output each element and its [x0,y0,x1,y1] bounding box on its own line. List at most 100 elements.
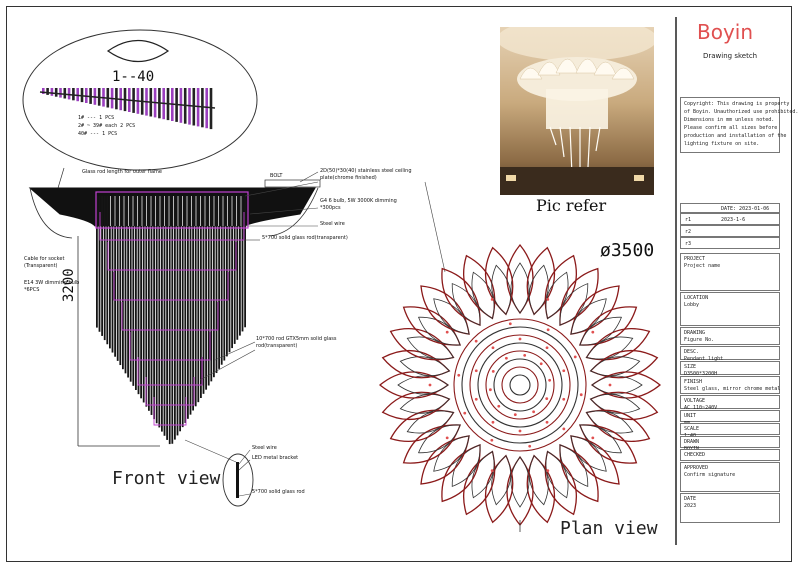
plan-ring [493,358,547,412]
front-rod-highlight [209,196,210,226]
title-field-value: 2023 [684,503,697,509]
front-rod-highlight [119,196,120,226]
rev-row: r3 [680,237,780,249]
detail-rod [205,88,208,129]
front-tier-outline [145,377,195,406]
plan-ring [461,326,579,444]
front-rod [197,196,200,403]
rev-row-id: r3 [685,241,692,247]
plan-petal [389,327,455,361]
plan-petal [589,391,659,421]
front-rod [231,196,233,349]
front-rod [189,196,192,415]
plan-bulb-dot [591,330,595,334]
title-field-label: UNIT [684,413,697,419]
title-field-value: Lobby [684,302,700,308]
front-rod-highlight [173,196,174,226]
plan-bulb-dot [548,378,552,382]
plan-petal [589,349,659,379]
title-field-label: VOLTAGE [684,398,706,404]
front-rod-highlight [204,196,206,226]
plan-bulb-dot [562,427,566,431]
front-rod [174,196,176,440]
plan-petal [526,246,556,316]
plan-bulb-dot [528,444,532,448]
plan-petal [570,285,620,335]
plan-petal [570,435,620,485]
front-rod-highlight [227,196,228,226]
front-rod [171,196,174,444]
front-rod [135,196,137,390]
detail-line-1: 1# --- 1 PCS [78,115,115,121]
title-field-value: Confirm signature [684,472,736,478]
plan-ring [469,334,571,436]
note-e14-bulb: E14 3W dimming bulb *6PCS [24,280,80,293]
reference-photo [500,27,654,195]
front-rod [140,196,142,399]
front-rod [142,196,145,403]
front-rod [187,196,189,419]
front-rod-highlight [213,196,215,226]
title-field-label: CHECKED [684,452,706,458]
front-tier-outline [153,397,187,426]
title-note-line: of Boyin. Unauthorized use prohibited. [684,109,799,115]
front-rod [129,196,132,382]
detail-caption: Glass rod length for outer flame [82,169,162,175]
title-field-label: FINISH [684,379,703,385]
front-rod-highlight [218,196,219,226]
front-rod [116,196,119,361]
front-rod [244,196,246,328]
front-rod [137,196,140,395]
front-rod-highlight [123,196,125,226]
plan-bulb-dot [518,429,522,433]
canopy-curve-left [29,187,73,239]
front-rod [161,196,163,432]
detail-rod [72,88,75,101]
plan-petal [389,409,455,443]
rev-row-id: r1 [685,217,692,223]
plan-bulb-dot [608,383,612,387]
plan-bulb-dot [546,469,550,472]
front-rod-highlight [146,196,147,226]
detail-ellipse [22,29,258,171]
title-field-value: D3500*3200H [684,371,718,377]
plan-bulb-dot [490,469,494,472]
front-rod [181,196,184,428]
front-rod [132,196,135,386]
plan-petal [402,306,462,346]
front-rod-highlight [231,196,233,226]
plan-bulb-dot [497,404,501,408]
rev-header: DATE: 2023-01-06 [680,203,780,213]
front-rod-highlight [155,196,156,226]
plan-petal [381,391,451,421]
note-bottom-bracket: LED metal bracket [252,455,299,461]
front-rod [220,196,223,365]
title-note-line: Dimensions in mm unless noted. [684,117,775,123]
note-bottom-rod: 5*700 solid glass rod [252,489,305,495]
front-rod [215,196,218,374]
front-rod [218,196,220,369]
plan-bulb-dot [546,298,550,301]
plan-petal [559,267,599,327]
front-rod-highlight [159,196,161,226]
detail-rod [209,88,213,130]
title-field-label: SIZE [684,364,697,370]
plan-diameter: ø3500 [600,240,655,261]
front-rod [223,196,226,361]
front-rod [122,196,124,370]
title-field-value: Pendant light [684,356,724,362]
front-rod [106,196,109,345]
detail-rod [201,88,204,128]
front-top-outline [95,191,249,229]
plan-petal [544,254,578,320]
front-rod [213,196,215,378]
plan-petal [420,285,470,335]
front-tier-outline [107,242,237,271]
note-glass-rod: 5*700 solid glass rod(transparent) [262,235,348,241]
title-field-value: Steel glass, mirror chrome metal [684,386,781,392]
